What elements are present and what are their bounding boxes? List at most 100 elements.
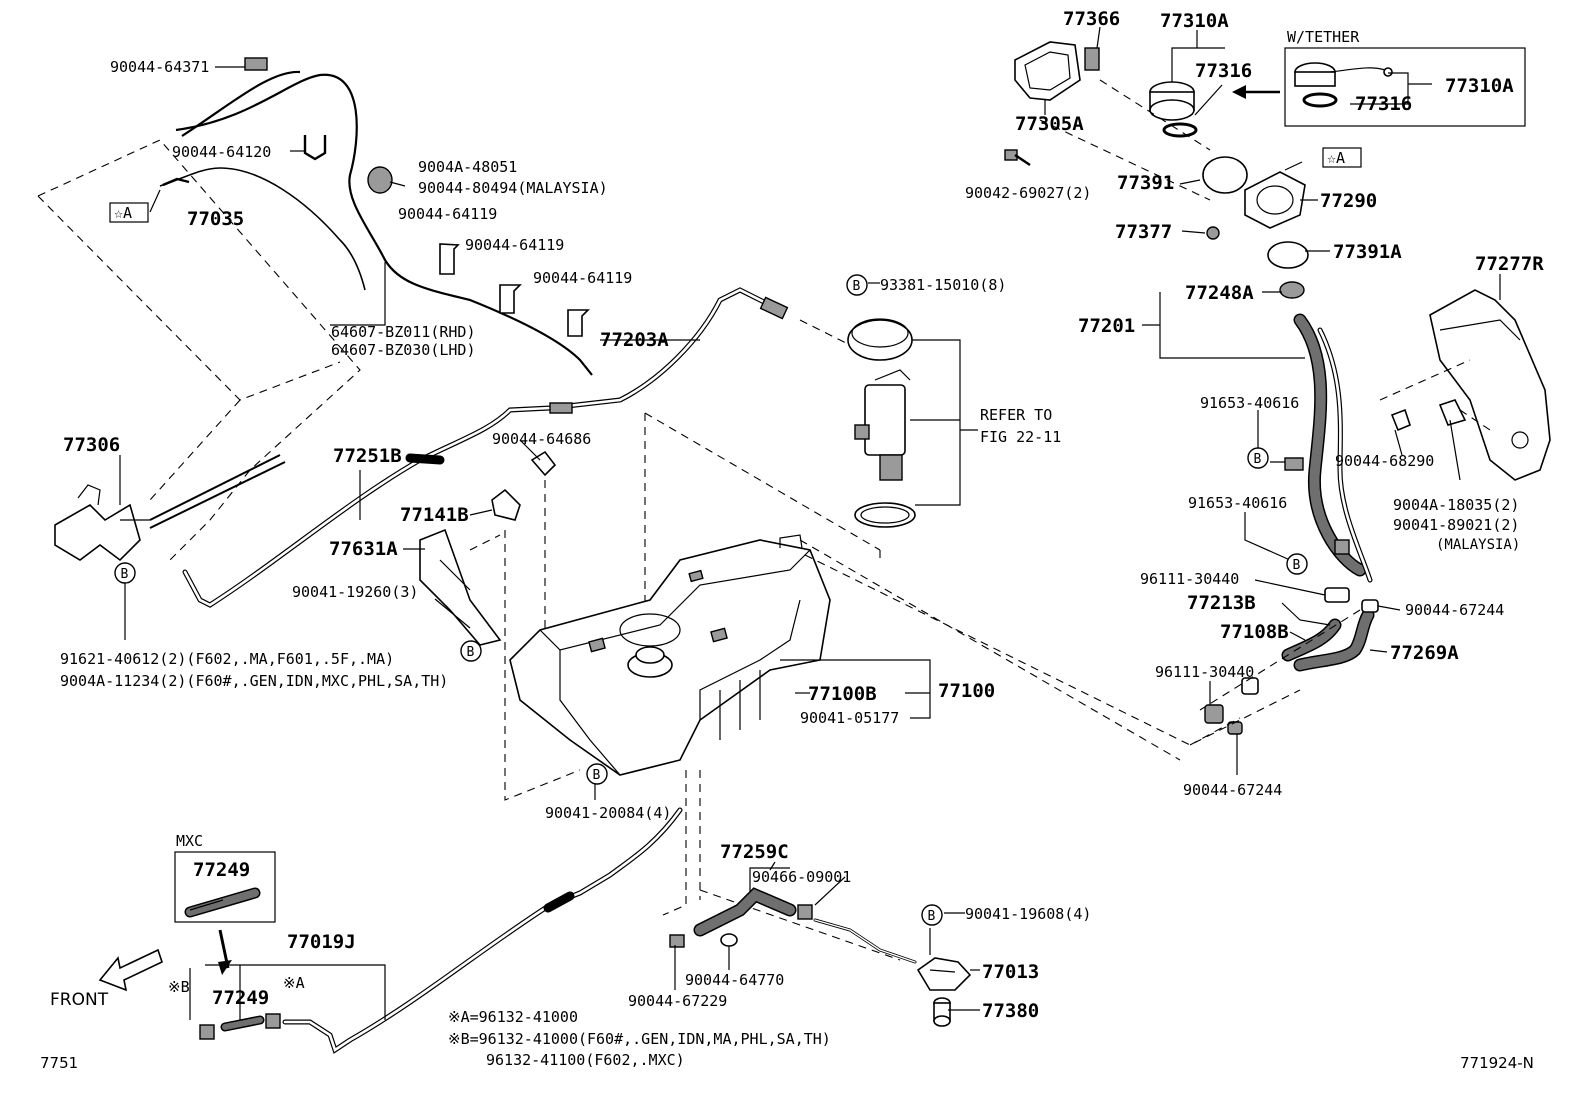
vent-hose-77259c xyxy=(669,867,917,964)
callout-b-5-text: B xyxy=(1254,452,1262,467)
callout-b-7-text: B xyxy=(928,909,936,924)
label-90041-19260: 90041-19260(3) xyxy=(292,583,418,601)
label-77108b: 77108B xyxy=(1220,621,1289,643)
label-77249-box: 77249 xyxy=(193,859,250,881)
fuel-tank-77100 xyxy=(509,534,831,776)
legend-note-b2: 96132-41100(F602,.MXC) xyxy=(486,1051,685,1069)
label-77141b: 77141B xyxy=(400,504,469,526)
label-77380: 77380 xyxy=(982,1000,1039,1022)
callout-b-5 xyxy=(1247,447,1269,469)
label-90044-64371: 90044-64371 xyxy=(110,58,209,76)
label-64607-bz011: 64607-BZ011(RHD) xyxy=(331,323,476,341)
legend-note-b: ※B=96132-41000(F60#,.GEN,IDN,MA,PHL,SA,T… xyxy=(448,1030,831,1048)
fuel-gauge-sender-77013 xyxy=(916,957,972,1027)
fuel-filler-door-77305a xyxy=(1014,41,1100,101)
label-77277r: 77277R xyxy=(1475,253,1544,275)
figure-id: 771924-N xyxy=(1460,1054,1534,1072)
label-91653-40616-b: 91653-40616 xyxy=(1188,494,1287,512)
label-90044-64120: 90044-64120 xyxy=(172,143,271,161)
part-labels: 90044-64371 90044-64120 ☆A 77035 9004A-4… xyxy=(40,8,1544,1072)
label-90041-20084: 90041-20084(4) xyxy=(545,804,671,822)
label-9004a-48051: 9004A-48051 xyxy=(418,158,517,176)
lever-bracket-77306 xyxy=(54,454,286,562)
label-77035: 77035 xyxy=(187,208,244,230)
left-assembly-outline xyxy=(37,139,361,561)
pipe-connector-a xyxy=(549,402,573,414)
clips-90044-64119 xyxy=(439,243,590,337)
right-dashed-guides xyxy=(799,539,1361,761)
label-96111-30440-b: 96111-30440 xyxy=(1155,663,1254,681)
label-77310a: 77310A xyxy=(1160,10,1229,32)
star-a-box-right xyxy=(1322,147,1362,168)
clip-90044-64120-part xyxy=(303,135,327,161)
label-star-a-right: ☆A xyxy=(1327,149,1345,167)
label-90044-64119-b: 90044-64119 xyxy=(465,236,564,254)
callout-b-7 xyxy=(921,904,943,926)
label-90044-67244-b: 90044-67244 xyxy=(1183,781,1282,799)
label-90044-64119-c: 90044-64119 xyxy=(533,269,632,287)
label-w-tether: W/TETHER xyxy=(1287,28,1360,46)
filler-neck-parts xyxy=(1004,79,1309,299)
label-91653-40616-a: 91653-40616 xyxy=(1200,394,1299,412)
filler-pipe-77201 xyxy=(1284,313,1373,583)
label-93381-15010: 93381-15010(8) xyxy=(880,276,1006,294)
label-96111-30440-a: 96111-30440 xyxy=(1140,570,1239,588)
label-77391a: 77391A xyxy=(1333,241,1402,263)
pipe-connector-b xyxy=(759,296,789,320)
b-callouts: B B B B B B B xyxy=(114,274,1308,926)
label-9004a-18035: 9004A-18035(2) xyxy=(1393,496,1519,514)
star-a-box-left xyxy=(109,202,149,223)
label-77248a: 77248A xyxy=(1185,282,1254,304)
callout-b-1 xyxy=(114,562,136,584)
label-9004a-11234: 9004A-11234(2)(F60#,.GEN,IDN,MXC,PHL,SA,… xyxy=(60,672,448,690)
callout-b-2 xyxy=(460,640,482,662)
parking-brake-cable xyxy=(159,57,593,376)
fuel-pump-assembly xyxy=(799,318,978,528)
fuel-cap-77310a xyxy=(1149,81,1198,138)
label-91621-40612: 91621-40612(2)(F602,.MA,F601,.5F,.MA) xyxy=(60,650,394,668)
page-id: 7751 xyxy=(40,1054,78,1072)
label-90041-89021: 90041-89021(2) xyxy=(1393,516,1519,534)
legend-note-a: ※A=96132-41000 xyxy=(448,1008,578,1026)
label-77391: 77391 xyxy=(1117,172,1174,194)
label-77366: 77366 xyxy=(1063,8,1120,30)
cable-end-77035-part xyxy=(162,177,190,187)
label-90042-69027: 90042-69027(2) xyxy=(965,184,1091,202)
callout-b-3 xyxy=(846,274,868,296)
filler-hoses xyxy=(1204,587,1379,735)
label-malaysia: (MALAYSIA) xyxy=(1436,537,1520,553)
leader-lines xyxy=(119,26,1501,1011)
label-90044-67229: 90044-67229 xyxy=(628,992,727,1010)
label-star-a-left: ☆A xyxy=(114,204,132,222)
front-arrow xyxy=(98,948,163,992)
tether-cap-box xyxy=(1232,47,1526,127)
label-77631a: 77631A xyxy=(329,538,398,560)
label-77013: 77013 xyxy=(982,961,1039,983)
callout-b-3-text: B xyxy=(853,279,861,294)
lower-pipe-77019j xyxy=(189,807,683,1054)
callout-b-6 xyxy=(1286,553,1308,575)
label-90044-64770: 90044-64770 xyxy=(685,971,784,989)
label-64607-bz030: 64607-BZ030(LHD) xyxy=(331,341,476,359)
label-77249: 77249 xyxy=(212,987,269,1009)
label-90041-19608: 90041-19608(4) xyxy=(965,905,1091,923)
label-77316: 77316 xyxy=(1195,60,1252,82)
label-90044-64686: 90044-64686 xyxy=(492,430,591,448)
label-note-a: ※A xyxy=(283,974,305,992)
callout-b-4-text: B xyxy=(593,768,601,783)
label-note-b: ※B xyxy=(168,978,190,996)
label-90044-80494: 90044-80494(MALAYSIA) xyxy=(418,179,608,197)
fuel-pipes xyxy=(182,287,789,608)
label-77269a: 77269A xyxy=(1390,642,1459,664)
callout-b-2-text: B xyxy=(467,645,475,660)
label-77306: 77306 xyxy=(63,434,120,456)
label-77019j: 77019J xyxy=(287,931,356,953)
mxc-box xyxy=(174,851,276,975)
label-90041-05177: 90041-05177 xyxy=(800,709,899,727)
label-77203a: 77203A xyxy=(600,329,669,351)
label-77316-tether: 77316 xyxy=(1355,93,1412,115)
label-77377: 77377 xyxy=(1115,221,1172,243)
label-mxc: MXC xyxy=(176,832,203,850)
label-front: FRONT xyxy=(50,990,109,1010)
